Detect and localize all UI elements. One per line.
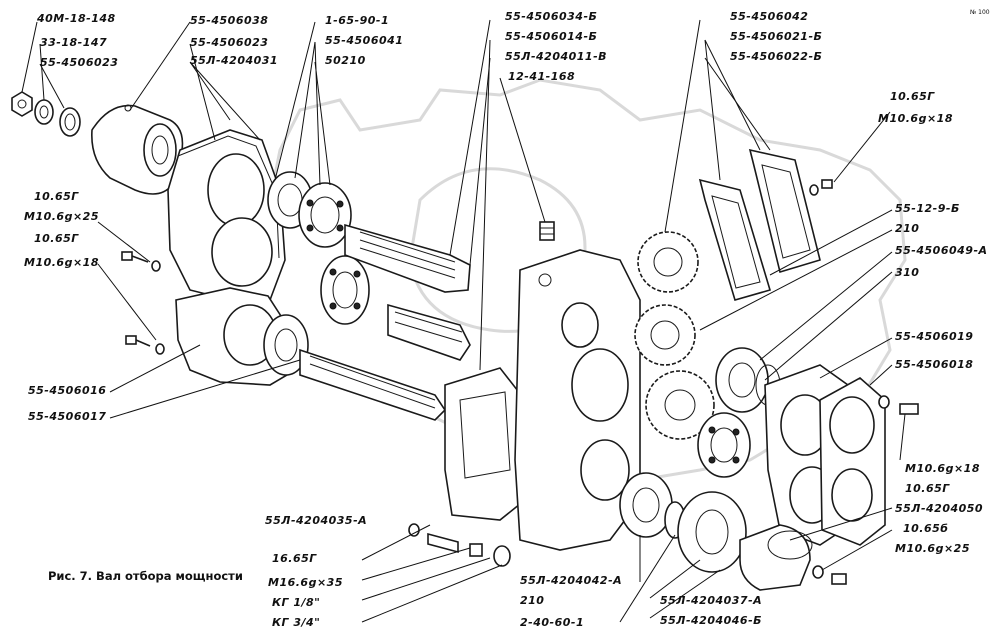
part-label-33: 55Л-4204050 — [895, 502, 983, 515]
gear-part-2 — [634, 304, 696, 366]
part-label-28: 55-4506017 — [28, 410, 106, 423]
part-label-25: 55-4506049-А — [895, 244, 988, 257]
cover-plate-part — [167, 129, 286, 301]
part-label-1: 40М-18-148 — [36, 12, 116, 25]
bearing-part-4 — [320, 255, 370, 325]
part-label-30: 55-4506018 — [895, 358, 973, 371]
part-label-32: 10.65Г — [905, 482, 950, 495]
part-label-5: 55-4506023 — [190, 36, 268, 49]
housing-block-part — [444, 367, 526, 521]
bearing-part-2 — [298, 182, 352, 248]
part-label-39: КГ 1/8" — [272, 596, 320, 609]
splined-shaft-lower — [299, 348, 447, 421]
inspection-gasket-part — [698, 178, 771, 301]
bolt-part-2 — [125, 335, 165, 355]
bolt-part-6 — [408, 523, 459, 554]
part-labels: 40М-18-148 33-18-147 55-4506023 55-45060… — [24, 10, 988, 629]
seal-housing-part — [677, 491, 747, 573]
gear-part-3 — [645, 370, 715, 440]
part-label-15: 55-4506021-Б — [730, 30, 822, 43]
bolt-part-4 — [878, 395, 919, 415]
part-label-44: 55Л-4204037-А — [660, 594, 762, 607]
end-cap-part — [739, 524, 813, 591]
bearing-part-6 — [697, 412, 751, 478]
part-label-27: 55-4506016 — [28, 384, 106, 397]
part-label-13: 12-41-168 — [508, 70, 575, 83]
part-label-18: М10.6g×18 — [878, 112, 953, 125]
part-label-4: 55-4506038 — [190, 14, 268, 27]
part-label-36: 55Л-4204035-А — [265, 514, 367, 527]
part-label-2: 33-18-147 — [40, 36, 107, 49]
bolt-part-3 — [809, 179, 833, 196]
plug-part-1 — [469, 543, 483, 557]
bolt-part-5 — [812, 565, 847, 585]
part-label-43: 2-40-60-1 — [520, 616, 584, 629]
part-label-31: М10.6g×18 — [905, 462, 980, 475]
figure-caption: Рис. 7. Вал отбора мощности — [48, 569, 243, 583]
bolt-part-1 — [121, 251, 161, 272]
part-label-21: 10.65Г — [34, 232, 79, 245]
flange-cup-part — [91, 104, 184, 195]
part-label-11: 55-4506014-Б — [505, 30, 597, 43]
bearing-part-7 — [619, 472, 673, 538]
gasket-plate-part — [175, 287, 293, 386]
nut-part — [11, 91, 33, 117]
part-label-10: 55-4506034-Б — [505, 10, 597, 23]
gear-part-1 — [637, 231, 699, 293]
part-label-16: 55-4506022-Б — [730, 50, 822, 63]
part-label-8: 55-4506041 — [325, 34, 403, 47]
part-label-37: 16.65Г — [272, 552, 317, 565]
part-label-9: 50210 — [325, 54, 366, 67]
splined-shaft-middle — [387, 303, 471, 361]
part-label-23: 55-12-9-Б — [895, 202, 960, 215]
breather-plug-part — [539, 221, 555, 241]
part-label-45: 55Л-4204046-Б — [660, 614, 762, 627]
part-label-42: 210 — [520, 594, 544, 607]
part-label-29: 55-4506019 — [895, 330, 973, 343]
part-label-38: М16.6g×35 — [268, 576, 343, 589]
part-label-7: 1-65-90-1 — [325, 14, 389, 27]
part-label-6: 55Л-4204031 — [190, 54, 278, 67]
part-label-19: 10.65Г — [34, 190, 79, 203]
part-label-20: М10.6g×25 — [24, 210, 99, 223]
part-label-22: М10.6g×18 — [24, 256, 99, 269]
washer-part-1 — [34, 99, 54, 125]
corner-mark: № 100 — [970, 9, 990, 16]
part-label-35: М10.6g×25 — [895, 542, 970, 555]
part-label-40: КГ 3/4" — [272, 616, 320, 629]
part-label-12: 55Л-4204011-В — [505, 50, 607, 63]
bearing-part-3 — [263, 314, 309, 376]
part-label-14: 55-4506042 — [730, 10, 808, 23]
part-label-41: 55Л-4204042-А — [520, 574, 622, 587]
part-label-3: 55-4506023 — [40, 56, 118, 69]
part-label-26: 310 — [895, 266, 919, 279]
part-label-24: 210 — [895, 222, 919, 235]
washer-part-2 — [59, 107, 81, 137]
main-housing-part — [514, 249, 641, 551]
part-label-17: 10.65Г — [890, 90, 935, 103]
part-label-34: 10.65б — [903, 522, 948, 535]
bearing-part-5 — [715, 347, 769, 413]
inspection-cover-part — [748, 148, 821, 274]
leader-lines — [21, 19, 906, 623]
plug-part-2 — [493, 545, 511, 567]
